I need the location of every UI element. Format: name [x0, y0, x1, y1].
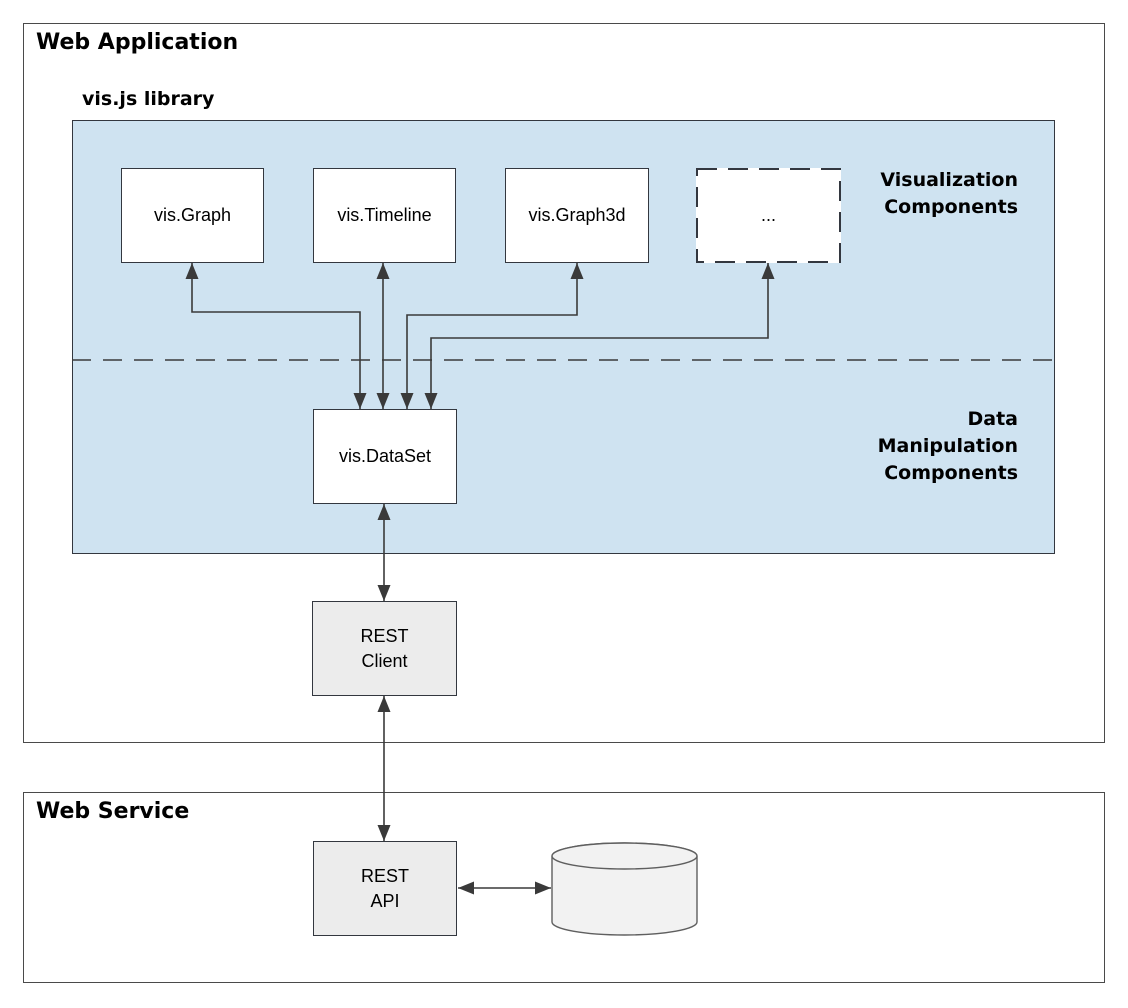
web-application-title: Web Application	[36, 30, 239, 55]
node-vis-graph3d: vis.Graph3d	[505, 168, 649, 263]
node-data-store-label: Data	[552, 862, 697, 914]
node-rest-client-label: REST Client	[360, 625, 409, 671]
visualization-components-label: Visualization Components	[880, 169, 1018, 218]
data-store-text: Data	[605, 877, 644, 898]
data-manipulation-components-label: Data Manipulation Components	[877, 408, 1018, 484]
node-vis-graph: vis.Graph	[121, 168, 264, 263]
node-vis-timeline-label: vis.Timeline	[337, 205, 432, 225]
node-rest-api: REST API	[313, 841, 457, 936]
node-rest-api-label: REST API	[360, 865, 409, 911]
node-vis-dataset: vis.DataSet	[313, 409, 457, 504]
node-vis-timeline: vis.Timeline	[313, 168, 456, 263]
node-more-components-label: ...	[760, 205, 776, 225]
node-more-components: ...	[696, 168, 841, 263]
web-service-title: Web Service	[36, 799, 190, 824]
node-rest-client: REST Client	[312, 601, 457, 696]
node-vis-dataset-label: vis.DataSet	[338, 446, 432, 466]
node-vis-graph3d-label: vis.Graph3d	[528, 205, 626, 225]
vis-js-library-label: vis.js library	[82, 88, 215, 110]
node-vis-graph-label: vis.Graph	[153, 205, 232, 225]
